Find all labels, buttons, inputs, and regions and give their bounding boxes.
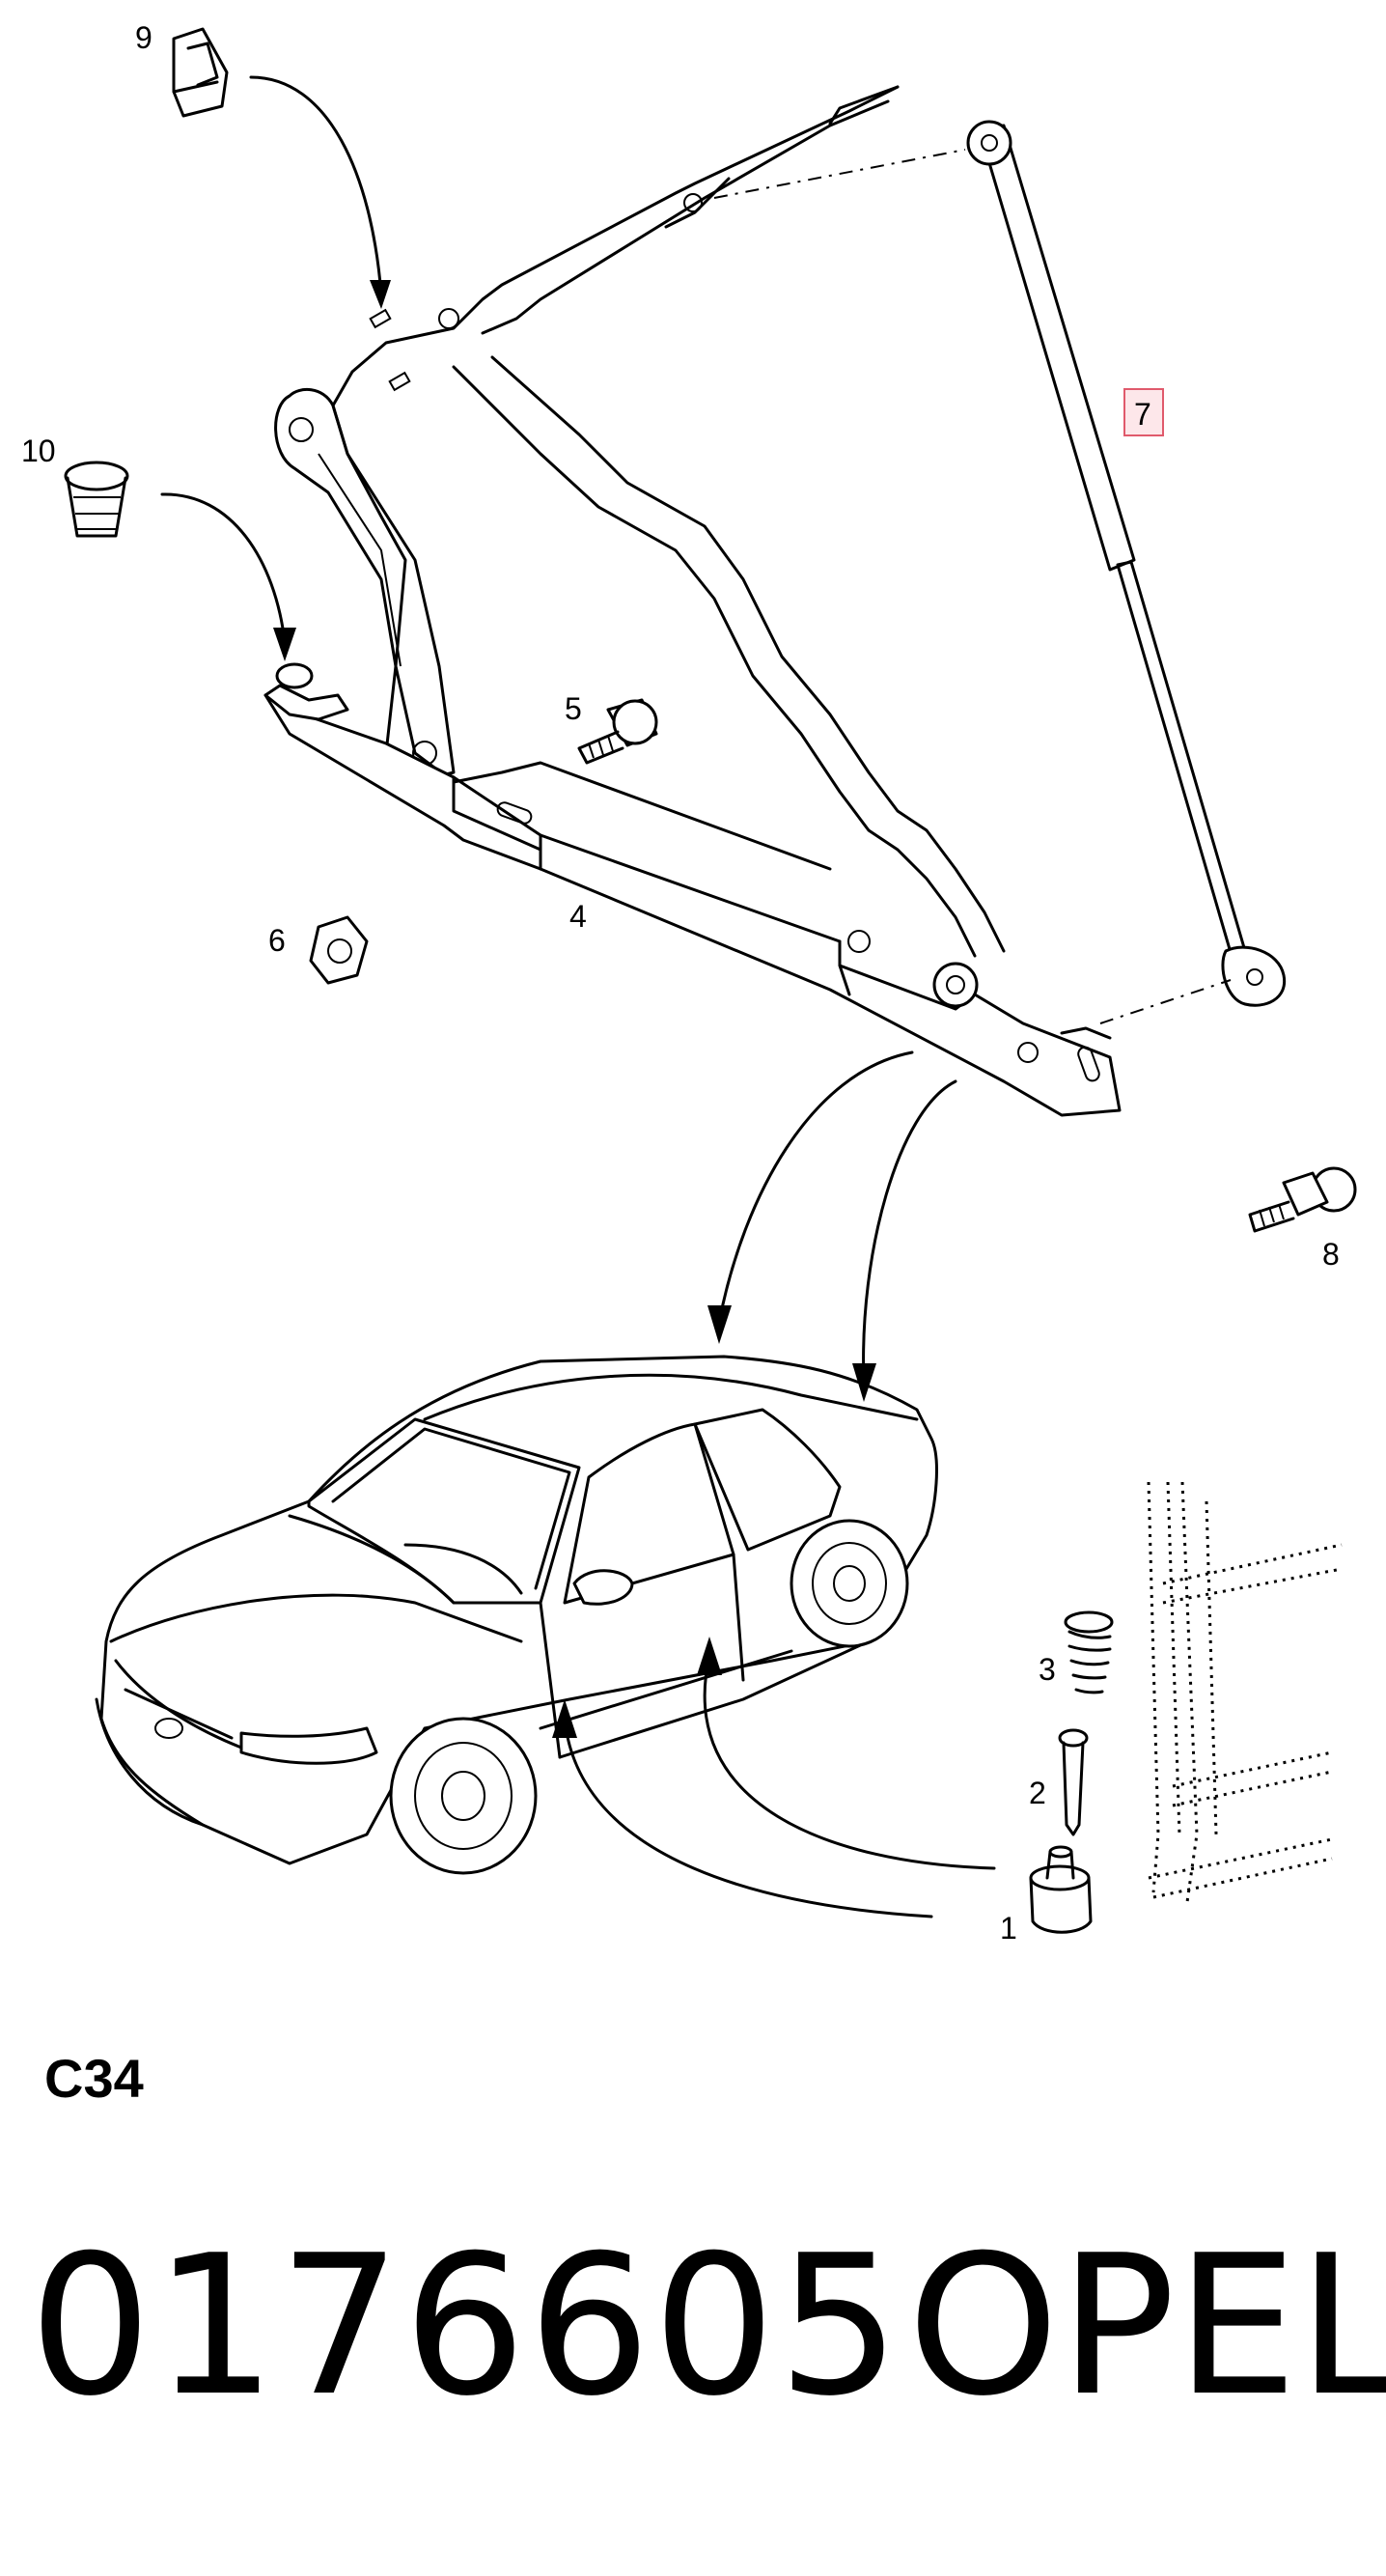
callout-labels: 9 10 7 5 6 4 8 3 2 1 [21,20,1340,1946]
figure-code: C34 [44,2048,144,2109]
brand-name: OPEL [907,2214,1386,2439]
callout-7-highlight [1123,388,1164,436]
gas-strut [713,120,1287,1024]
lower-part-arrows [552,1637,996,1918]
part-number: 0176605 [29,2214,902,2439]
callout-9: 9 [135,20,152,55]
callout-8: 8 [1322,1237,1340,1272]
hood-hinge-assembly [263,85,1122,1117]
dotted-panel-detail [1147,1481,1343,1903]
callout-4: 4 [569,899,587,934]
callout-6: 6 [268,923,286,958]
buffer-cap [64,461,314,689]
bolt-part [577,698,658,765]
rubber-buffer-part [1029,1845,1093,1934]
callout-7: 7 [1134,397,1151,432]
nut-part [309,915,369,985]
callout-3: 3 [1039,1652,1056,1687]
pin-part [1058,1728,1089,1836]
callout-5: 5 [565,691,582,726]
car-illustration [95,1355,938,1875]
ball-stud-part [1248,1166,1357,1233]
spring-part [1064,1610,1114,1694]
callout-1: 1 [1000,1911,1017,1946]
assembly-arrows [707,1050,957,1402]
callout-10: 10 [21,434,56,468]
clip-part [172,27,391,309]
callout-2: 2 [1029,1776,1046,1810]
